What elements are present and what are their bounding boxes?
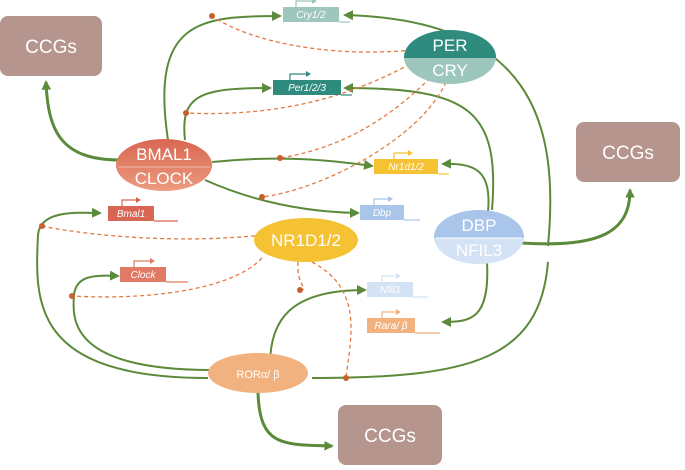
gene-label: Clock bbox=[130, 270, 156, 281]
edge-ror-to-clock-promoter bbox=[72, 270, 213, 371]
gene-cry-promoter: Cry1/2 bbox=[283, 0, 350, 23]
ccgs-label: CCGs bbox=[364, 426, 416, 447]
gene-nr1d1-promoter: Nr1d1/2 bbox=[374, 150, 449, 175]
ccgs-label: CCGs bbox=[25, 37, 77, 58]
edge-nr1d1-to-nfil3-promoter bbox=[297, 261, 305, 291]
repression-dot bbox=[69, 293, 75, 299]
edge-bmal1-to-dbp-promoter bbox=[204, 179, 360, 218]
edge-nr1d1-to-clock-promoter bbox=[71, 257, 263, 298]
edge-per-cry-to-nr1d1-promoter bbox=[279, 77, 431, 159]
gene-label: Dbp bbox=[373, 208, 392, 219]
edge-nr1d1-to-bmal1-promoter bbox=[41, 225, 263, 240]
gene-label: Cry1/2 bbox=[296, 10, 326, 21]
gene-rara-promoter: Rara/ β bbox=[367, 309, 440, 334]
ccg-output-edges bbox=[41, 80, 635, 451]
edge-dbp-to-ccgs bbox=[521, 188, 635, 246]
node-dbp-nfil3: DBP NFIL3 bbox=[434, 210, 524, 264]
edge-bmal1-to-nr1d1-promoter bbox=[211, 157, 374, 170]
ccgs-box-top-left: CCGs bbox=[0, 16, 102, 76]
repression-dot bbox=[343, 375, 349, 381]
repression-dot bbox=[209, 13, 215, 19]
edge-nr1d1-to-rara-promoter bbox=[311, 261, 352, 379]
node-label-ror: RORα/ β bbox=[236, 369, 279, 381]
repression-dot bbox=[297, 287, 303, 293]
edge-ror-to-nfil3-promoter bbox=[269, 285, 367, 366]
gene-nfil3-promoter: Nfil3 bbox=[367, 273, 428, 298]
node-label-dbp: DBP bbox=[462, 216, 497, 235]
node-nr1d1: NR1D1/2 bbox=[254, 218, 358, 262]
edge-ror-to-rara-promoter bbox=[311, 261, 549, 379]
edge-nfil3-to-rara-promoter bbox=[441, 261, 489, 327]
edge-dbp-to-per-promoter bbox=[343, 83, 495, 211]
node-bmal1-clock: BMAL1 CLOCK bbox=[116, 139, 212, 191]
ccgs-label: CCGs bbox=[602, 143, 654, 164]
edge-bmal1-to-cry-promoter bbox=[163, 11, 282, 141]
node-label-per: PER bbox=[433, 36, 468, 55]
ccgs-box-right: CCGs bbox=[576, 122, 680, 182]
repression-dot bbox=[183, 110, 189, 116]
node-label-nfil3: NFIL3 bbox=[456, 241, 502, 260]
edge-bmal1-to-ccgs bbox=[41, 80, 121, 162]
gene-dbp-promoter: Dbp bbox=[360, 196, 420, 221]
node-label-cry: CRY bbox=[432, 61, 468, 80]
node-label-bmal1: BMAL1 bbox=[136, 145, 192, 164]
edge-ror-to-ccgs bbox=[256, 392, 334, 451]
ccgs-box-bottom: CCGs bbox=[338, 405, 442, 465]
node-label-nr1d1: NR1D1/2 bbox=[271, 231, 341, 250]
edge-ror-to-bmal1-promoter bbox=[36, 207, 209, 379]
gene-label: Bmal1 bbox=[117, 209, 145, 220]
node-label-clock: CLOCK bbox=[135, 169, 194, 188]
edge-dbp-to-cry-promoter bbox=[343, 10, 552, 247]
gene-bmal1-promoter: Bmal1 bbox=[108, 197, 178, 222]
edge-per-cry-to-dbp-promoter bbox=[261, 81, 447, 198]
gene-per-promoter: Per1/2/3 bbox=[273, 71, 352, 96]
edge-per-cry-to-cry-promoter bbox=[211, 15, 413, 53]
node-ror: RORα/ β bbox=[208, 353, 308, 393]
edge-dbp-to-nr1d1-promoter bbox=[441, 158, 490, 213]
repression-dot bbox=[277, 155, 283, 161]
activation-edges bbox=[36, 10, 552, 379]
repression-markers bbox=[39, 13, 349, 381]
repression-edges bbox=[41, 15, 447, 379]
edge-bmal1-to-per-promoter bbox=[183, 83, 272, 141]
gene-label: Per1/2/3 bbox=[288, 83, 326, 94]
gene-label: Nfil3 bbox=[380, 285, 400, 296]
node-per-cry: PER CRY bbox=[404, 30, 496, 84]
repression-dot bbox=[39, 223, 45, 229]
gene-clock-promoter: Clock bbox=[120, 258, 188, 283]
repression-dot bbox=[259, 194, 265, 200]
gene-label: Rara/ β bbox=[375, 321, 408, 332]
gene-label: Nr1d1/2 bbox=[388, 162, 424, 173]
